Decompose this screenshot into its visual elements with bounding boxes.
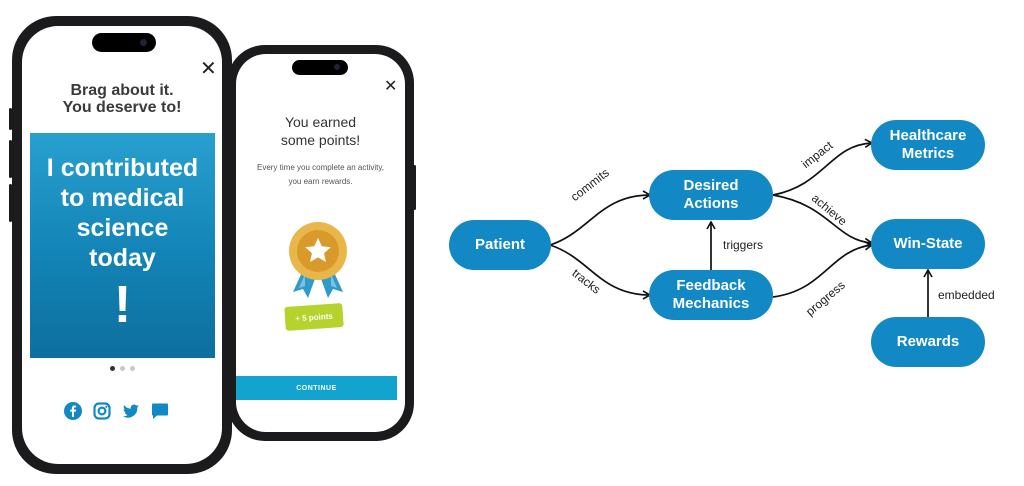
phone-left-screen: ✕ Brag about it. You deserve to! I contr…: [22, 26, 222, 464]
node-feedback-line2: Mechanics: [672, 295, 750, 312]
points-desc-line1: Every time you complete an activity,: [256, 163, 384, 172]
close-button[interactable]: ✕: [384, 78, 398, 95]
points-heading-line1: You earned: [284, 114, 357, 130]
node-desired-line2: Actions: [683, 195, 739, 212]
camera-icon: [140, 39, 147, 46]
node-win-state: Win-State: [871, 219, 985, 269]
camera-icon: [334, 64, 340, 70]
node-feedback-mechanics: Feedback Mechanics: [649, 270, 773, 320]
instagram-icon[interactable]: [93, 402, 111, 420]
phone-left: ✕ Brag about it. You deserve to! I contr…: [12, 16, 232, 474]
edge-impact: [772, 138, 874, 196]
edge-label-embedded: embedded: [938, 288, 995, 302]
twitter-icon[interactable]: [122, 402, 140, 420]
node-healthcare-metrics: Healthcare Metrics: [871, 120, 985, 170]
points-desc-line2: you earn rewards.: [288, 177, 353, 186]
share-banner: I contributed to medical science today !: [30, 133, 215, 358]
facebook-icon[interactable]: [64, 402, 82, 420]
carousel-dot-3[interactable]: [130, 366, 135, 371]
phone-right-screen: ✕ You earned some points! Every time you…: [236, 54, 405, 432]
phone-left-side-button-2: [9, 140, 12, 178]
banner-line2: to medical: [60, 184, 185, 212]
edge-commits: [549, 190, 652, 246]
banner-line3: science: [76, 214, 169, 242]
continue-button[interactable]: CONTINUE: [236, 376, 397, 400]
banner-exclamation: !: [113, 276, 132, 334]
message-icon[interactable]: [151, 402, 169, 420]
node-desired-line1: Desired: [683, 177, 739, 194]
points-heading-line2: some points!: [280, 132, 361, 148]
carousel-dot-2[interactable]: [120, 366, 125, 371]
node-desired-actions: Desired Actions: [649, 170, 773, 220]
close-button[interactable]: ✕: [200, 58, 217, 80]
phone-left-notch: [92, 33, 156, 52]
node-feedback-line1: Feedback: [676, 277, 746, 294]
node-rewards: Rewards: [871, 317, 985, 367]
social-share-row: [64, 402, 169, 420]
phone-right-power-button: [413, 165, 416, 210]
carousel-dots[interactable]: [110, 366, 135, 371]
phone-right-notch: [292, 60, 348, 75]
banner-text: I contributed to medical science today: [30, 153, 215, 273]
edge-label-triggers: triggers: [723, 238, 764, 252]
phone-right: ✕ You earned some points! Every time you…: [227, 45, 414, 441]
node-healthcare-line1: Healthcare: [889, 127, 967, 144]
brag-heading-line1: Brag about it.: [70, 82, 174, 99]
phone-left-side-button-1: [9, 108, 12, 130]
node-patient: Patient: [449, 220, 551, 270]
carousel-dot-1[interactable]: [110, 366, 115, 371]
banner-line1: I contributed: [46, 154, 199, 182]
brag-heading-line2: You deserve to!: [62, 99, 182, 116]
edge-achieve: [772, 194, 874, 248]
banner-line4: today: [89, 244, 156, 272]
medal-star-icon: [283, 218, 353, 298]
phone-left-side-button-3: [9, 184, 12, 222]
edge-tracks: [549, 244, 652, 300]
edge-progress: [772, 241, 874, 298]
node-healthcare-line2: Metrics: [901, 145, 955, 162]
